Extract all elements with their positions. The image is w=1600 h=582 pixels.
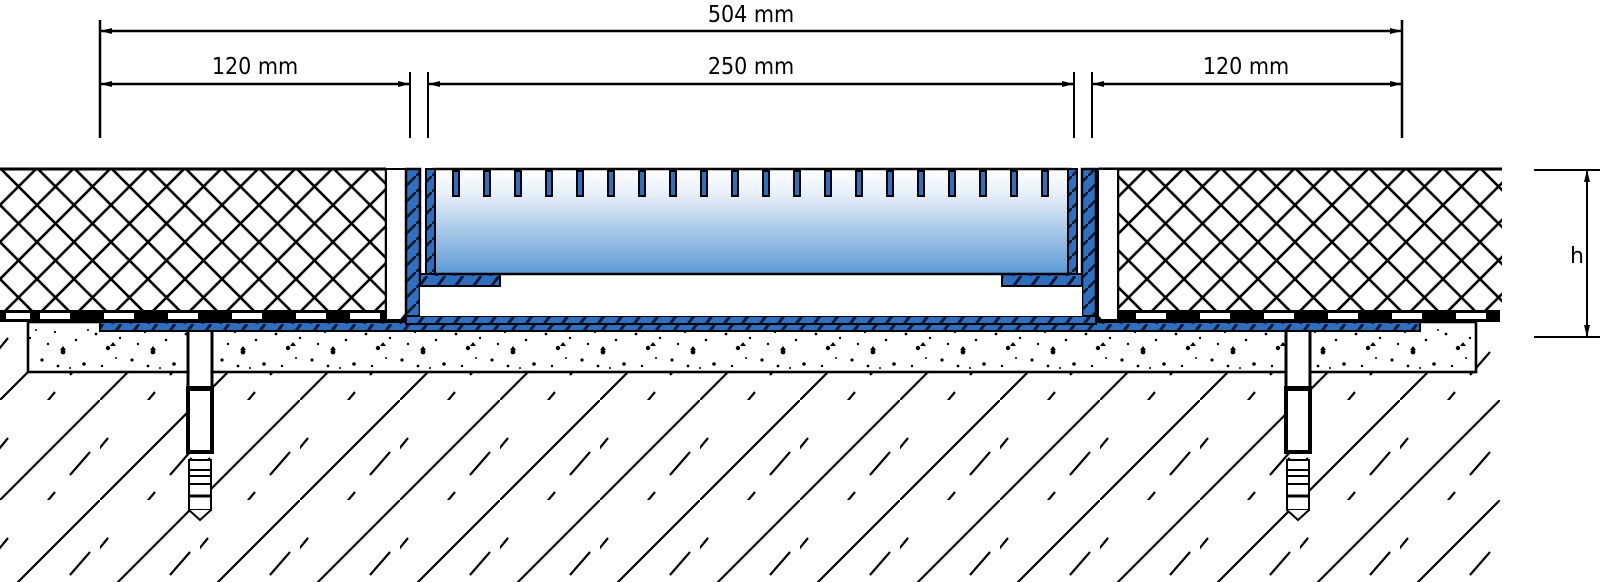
insulation-right xyxy=(1098,167,1502,310)
bonding-strip-right xyxy=(1100,310,1500,322)
dimension-lines xyxy=(98,20,1600,338)
grating xyxy=(425,167,1078,276)
right-anchor xyxy=(1284,320,1312,522)
dimension-channel-width-label: 250 mm xyxy=(708,54,794,80)
joint-left xyxy=(385,168,407,321)
channel-body xyxy=(398,167,1104,325)
joint-right xyxy=(1097,168,1119,321)
dimension-right-flange-label: 120 mm xyxy=(1203,54,1289,80)
dimension-arrows xyxy=(100,28,1590,337)
dimension-height-label: h xyxy=(1570,244,1584,269)
dimension-overall-label: 504 mm xyxy=(708,2,794,28)
left-anchor xyxy=(186,320,214,522)
dimension-left-flange-label: 120 mm xyxy=(212,54,298,80)
insulation-left xyxy=(0,167,388,310)
grating-bars xyxy=(452,170,1049,197)
bonding-strip-left xyxy=(0,310,390,322)
